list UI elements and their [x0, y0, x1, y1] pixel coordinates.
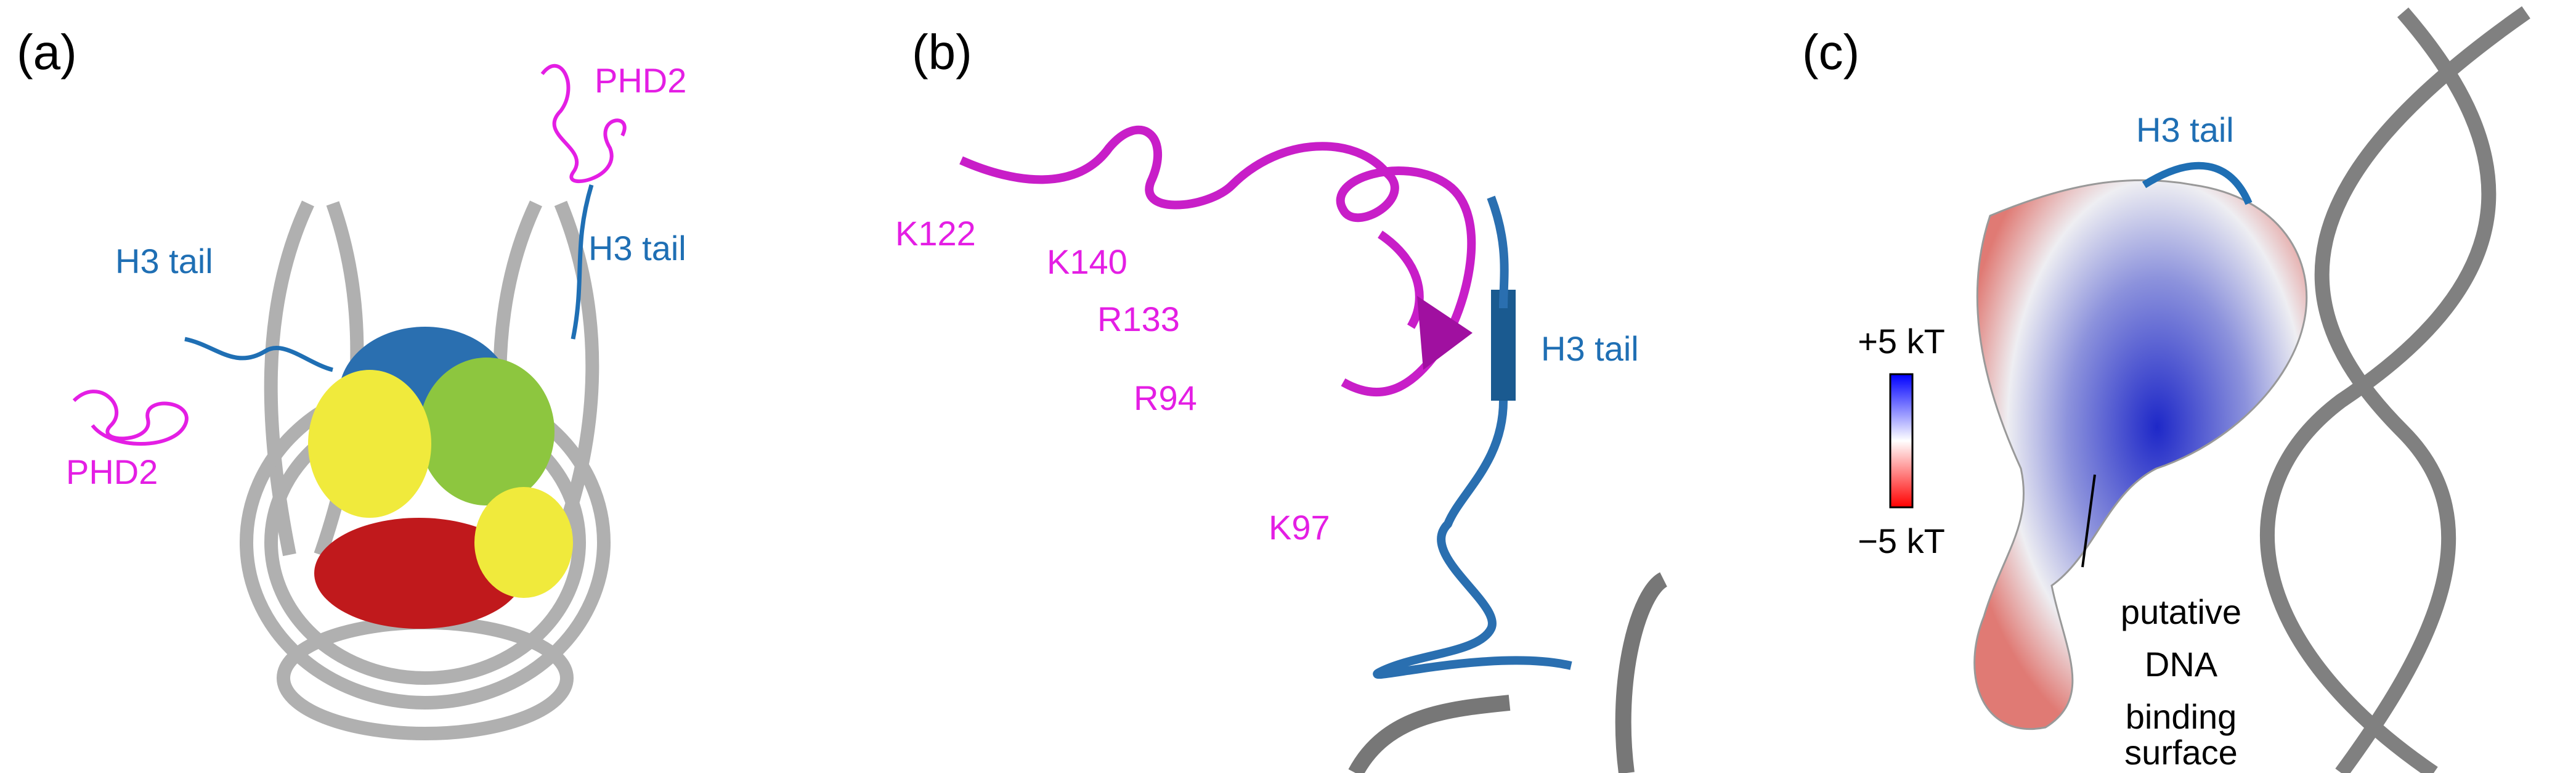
residue-k97: K97: [1269, 508, 1330, 547]
phd2-electrostatic-surface: [1973, 179, 2308, 730]
residue-k140: K140: [1047, 242, 1128, 281]
beta-strand-phd2: [1417, 296, 1473, 370]
callout-text: putative DNA binding surface: [2121, 592, 2241, 772]
callout-line-2: DNA: [2145, 645, 2218, 684]
panel-c: (c) +5 kT −5 kT H3 tail putative DNA bin…: [1802, 6, 2530, 773]
h3-tail-ribbon-c: [2142, 162, 2253, 205]
panel-b-label: (b): [912, 25, 972, 80]
histone-octamer: [308, 327, 573, 629]
phd2-top-label: PHD2: [595, 61, 686, 100]
callout-line-4: surface: [2124, 733, 2238, 772]
panel-c-label: (c): [1802, 25, 1859, 80]
residue-k122: K122: [895, 214, 976, 253]
phd2-domain-top: [540, 63, 627, 183]
residue-labels: K122 K140 R133 R94 K97: [895, 214, 1330, 547]
callout-line: [2081, 474, 2096, 568]
residue-r94: R94: [1134, 378, 1197, 417]
h3-tail-left: [184, 337, 333, 372]
callout-line-1: putative: [2121, 592, 2241, 631]
h3-tail-left-label: H3 tail: [115, 242, 213, 280]
h3-tail-right-label: H3 tail: [588, 229, 686, 268]
phd2-ribbon: [959, 125, 1476, 397]
residue-r133: R133: [1097, 300, 1180, 338]
dna-backbone: [1348, 572, 1668, 773]
dna-double-helix: [2260, 6, 2530, 773]
panel-a: (a) PHD2 H3 tail H3 tail PHD2: [17, 25, 686, 740]
h3-tail-label-b: H3 tail: [1541, 329, 1639, 368]
h3-tail-label-c: H3 tail: [2136, 110, 2234, 149]
phd2-domain-left: [72, 390, 189, 446]
phd2-left-label: PHD2: [66, 452, 158, 491]
colorbar: [1889, 373, 1914, 509]
panel-a-label: (a): [17, 25, 77, 80]
colorbar-max-label: +5 kT: [1858, 322, 1945, 361]
panel-b: (b) K122 K140 R133 R94 K97 H3 tail: [895, 25, 1668, 773]
colorbar-min-label: −5 kT: [1858, 521, 1945, 560]
h3-tail-ribbon: [1373, 195, 1572, 679]
callout-line-3: binding: [2126, 697, 2237, 736]
h3-tail-right: [571, 184, 594, 340]
